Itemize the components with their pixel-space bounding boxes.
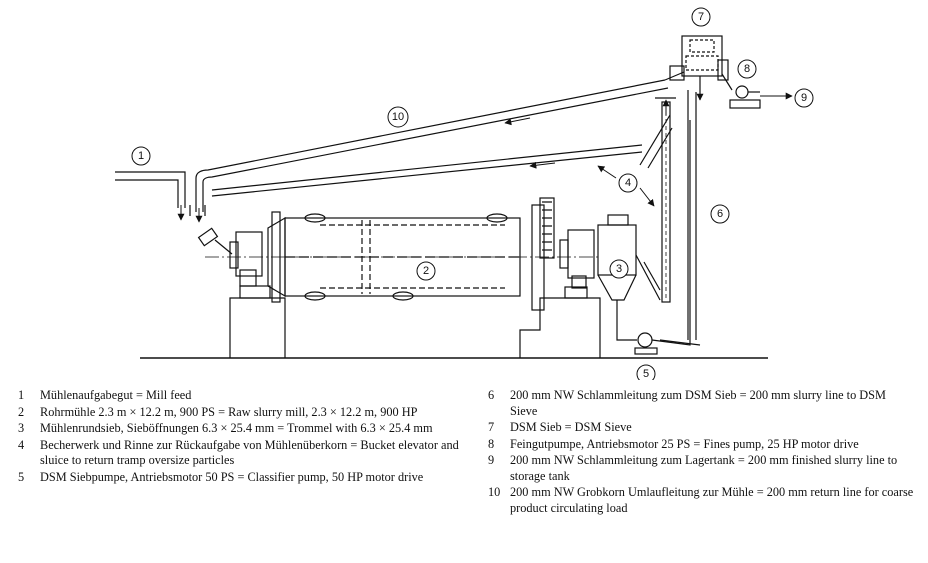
callout-circle-7 (691, 7, 711, 27)
legend-item-4: 4 Becherwerk und Rinne zur Rückaufgabe vo… (18, 438, 468, 469)
discharge-trunnion (559, 229, 595, 289)
legend-text: DSM Siebpumpe, Antriebsmotor 50 PS = Cla… (40, 469, 424, 484)
foundation-mid (519, 286, 601, 358)
flow-arrow-sluice (529, 161, 556, 169)
slurry-line-6 (687, 90, 697, 340)
foundation-left (229, 285, 286, 358)
legend-column-right: 6 200 mm NW Schlammleitung zum DSM Sieb =… (488, 388, 916, 517)
legend-text: Becherwerk und Rinne zur Rückaufgabe von… (40, 437, 459, 468)
callout-label-2: 2 (423, 265, 429, 277)
legend-number: 4 (18, 437, 25, 452)
flow-arrow-4a (597, 165, 617, 179)
process-flow-diagram: 1 2 3 4 5 6 7 8 9 10 (115, 7, 814, 380)
legend-number: 7 (488, 420, 495, 434)
trommel-3 (597, 214, 661, 301)
flow-arrow-return (504, 117, 531, 126)
legend-number: 2 (18, 404, 25, 419)
legend-text: Rohrmühle 2.3 m × 12.2 m, 900 PS = Raw s… (40, 404, 418, 419)
legend-number: 8 (488, 436, 495, 451)
callout-label-8: 8 (744, 63, 750, 75)
callout-label-5: 5 (643, 368, 649, 380)
legend-item-7: 7 DSM Sieb = DSM Sieve (488, 420, 916, 436)
legend-item-10: 10 200 mm NW Grobkorn Umlaufleitung zur M… (488, 485, 916, 516)
legend-number: 1 (18, 388, 25, 402)
return-line-10 (195, 71, 685, 212)
callout-circle-10 (387, 106, 409, 128)
legend-item-1: 1 Mühlenaufgabegut = Mill feed (18, 388, 468, 404)
legend-text: 200 mm NW Grobkorn Umlaufleitung zur Müh… (510, 485, 914, 515)
legend-number: 3 (18, 421, 25, 435)
legend-text: Mühlenrundsieb, Sieböffnungen 6.3 × 25.4… (40, 421, 433, 435)
legend-item-5: 5 DSM Siebpumpe, Antriebsmotor 50 PS = Cl… (18, 470, 468, 486)
callout-label-1: 1 (138, 150, 144, 162)
raw-slurry-mill-2 (205, 211, 600, 303)
legend-text: 200 mm NW Schlammleitung zum Lagertank =… (510, 453, 898, 483)
fines-pump-8 (721, 73, 761, 109)
legend-number: 10 (488, 485, 501, 499)
callout-circle-8 (737, 59, 757, 79)
classifier-pump-5 (616, 120, 701, 355)
callout-label-6: 6 (717, 208, 723, 220)
feed-trunnion (197, 227, 263, 287)
legend-item-9: 9 200 mm NW Schlammleitung zum Lagertank … (488, 453, 916, 484)
callout-circle-3 (609, 259, 629, 279)
callout-label-7: 7 (698, 11, 704, 23)
legend-item-3: 3 Mühlenrundsieb, Sieböffnungen 6.3 × 25.… (18, 421, 468, 437)
legend-text: 200 mm NW Schlammleitung zum DSM Sieb = … (510, 388, 886, 418)
legend-item-8: 8 Feingutpumpe, Antriebsmotor 25 PS = Fin… (488, 437, 916, 453)
mill-feed-line-1 (115, 171, 186, 208)
callout-circle-5 (636, 364, 656, 380)
oversize-sluice-4 (189, 144, 643, 216)
legend-item-2: 2 Rohrmühle 2.3 m × 12.2 m, 900 PS = Raw … (18, 405, 468, 421)
callout-circle-2 (416, 261, 436, 281)
callout-circle-4 (618, 173, 638, 193)
flow-arrow-4b (639, 187, 655, 207)
legend-text: Mühlenaufgabegut = Mill feed (40, 388, 192, 402)
legend-number: 6 (488, 388, 495, 402)
callout-label-4: 4 (625, 177, 631, 189)
callout-label-10: 10 (392, 111, 404, 123)
legend-number: 5 (18, 469, 25, 484)
legend-item-6: 6 200 mm NW Schlammleitung zum DSM Sieb =… (488, 388, 916, 419)
legend-text: Feingutpumpe, Antriebsmotor 25 PS = Fine… (510, 436, 859, 451)
legend-number: 9 (488, 453, 495, 467)
dsm-sieve-7 (669, 35, 729, 100)
mill-gear (531, 197, 555, 311)
callout-label-3: 3 (616, 263, 622, 275)
legend-column-left: 1 Mühlenaufgabegut = Mill feed 2 Rohrmühle… (18, 388, 468, 486)
callout-circle-1 (131, 146, 151, 166)
callout-circle-9 (794, 88, 814, 108)
callout-circle-6 (710, 204, 730, 224)
callout-label-9: 9 (801, 92, 807, 104)
legend-text: DSM Sieb = DSM Sieve (510, 420, 632, 434)
legend: 1 Mühlenaufgabegut = Mill feed 2 Rohrmühle… (0, 388, 928, 558)
